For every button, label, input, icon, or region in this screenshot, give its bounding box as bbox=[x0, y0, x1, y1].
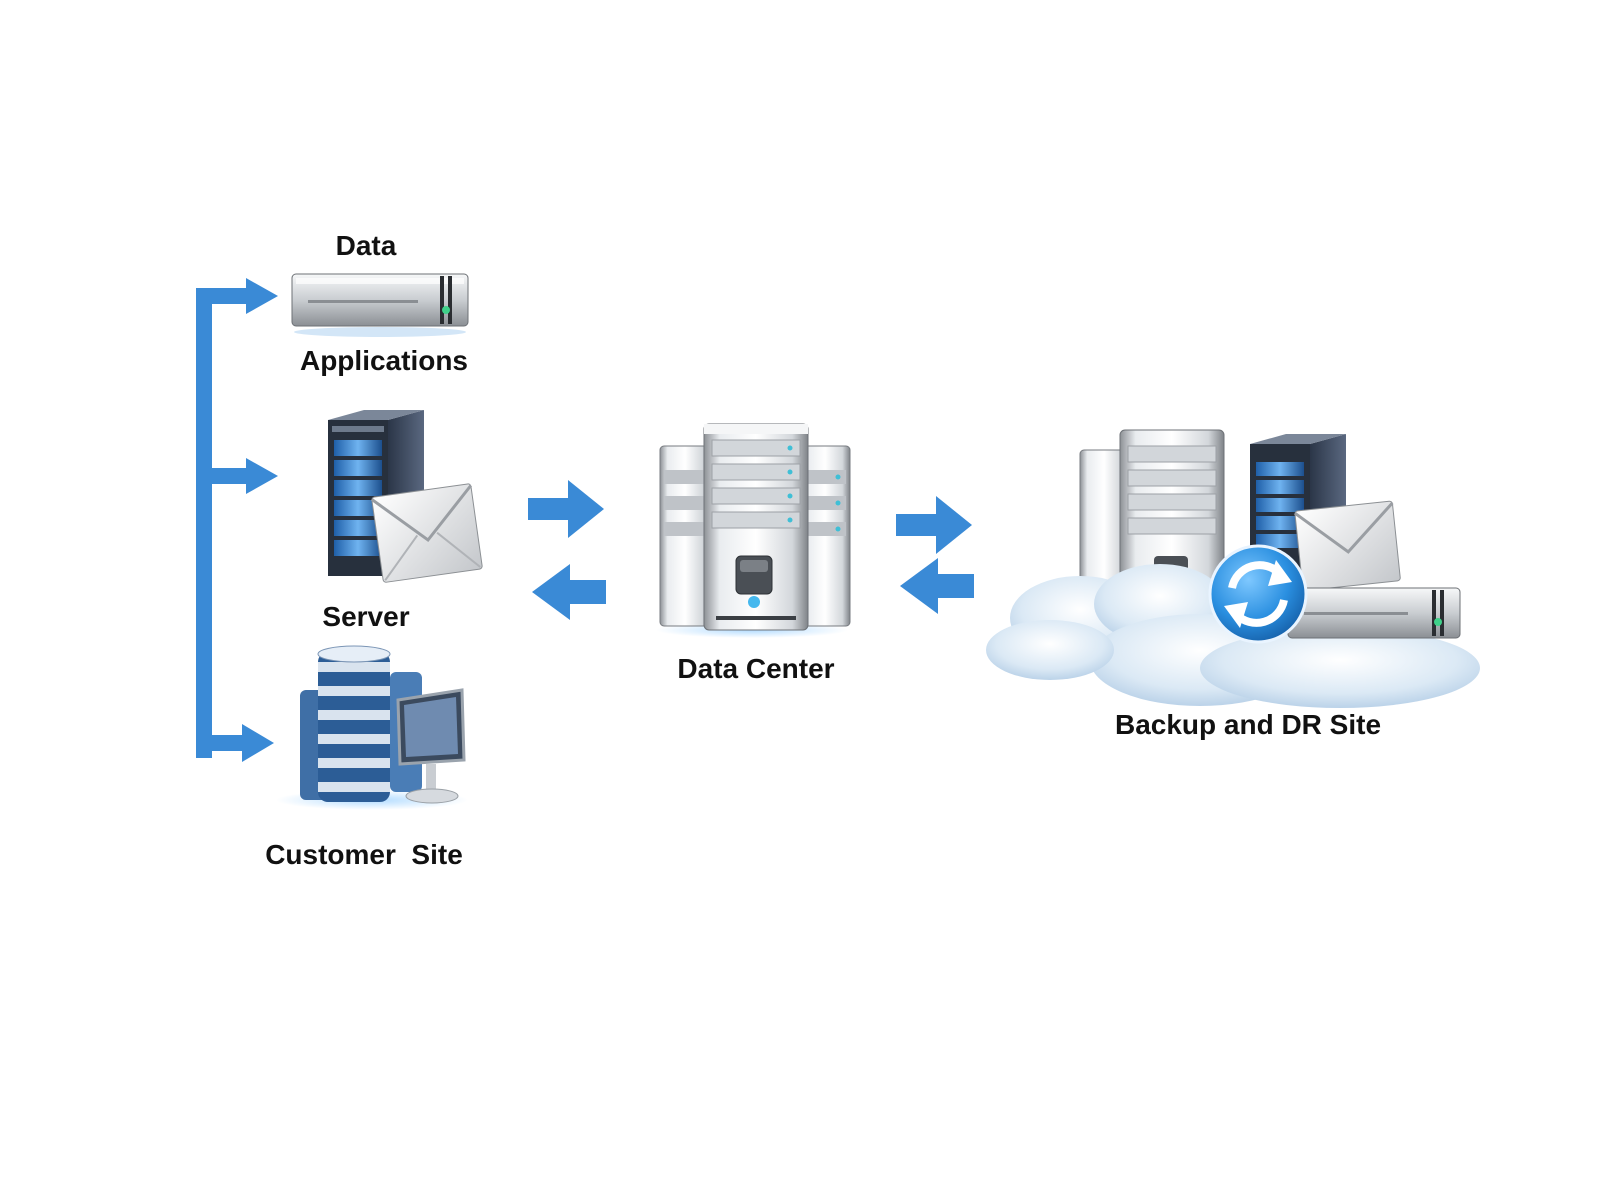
arrow-from-data-center bbox=[532, 564, 606, 620]
arrow-from-backup-site bbox=[900, 558, 974, 614]
label-applications: Applications bbox=[300, 345, 468, 376]
rack-server-icon bbox=[291, 273, 469, 337]
label-server: Server bbox=[322, 601, 409, 632]
cloud-backup-icon bbox=[986, 429, 1480, 708]
label-data: Data bbox=[336, 230, 397, 261]
data-center-servers-icon bbox=[656, 423, 851, 638]
mail-server-icon bbox=[328, 410, 483, 583]
arrow-to-data-center bbox=[528, 480, 604, 538]
label-data-center: Data Center bbox=[677, 653, 834, 684]
server-cluster-monitor-icon bbox=[276, 645, 468, 810]
sync-icon bbox=[1208, 544, 1308, 644]
label-backup-site: Backup and DR Site bbox=[1115, 709, 1381, 740]
distribution-bracket bbox=[196, 278, 278, 762]
label-customer-site: Customer Site bbox=[265, 839, 463, 870]
arrow-to-backup-site bbox=[896, 496, 972, 554]
